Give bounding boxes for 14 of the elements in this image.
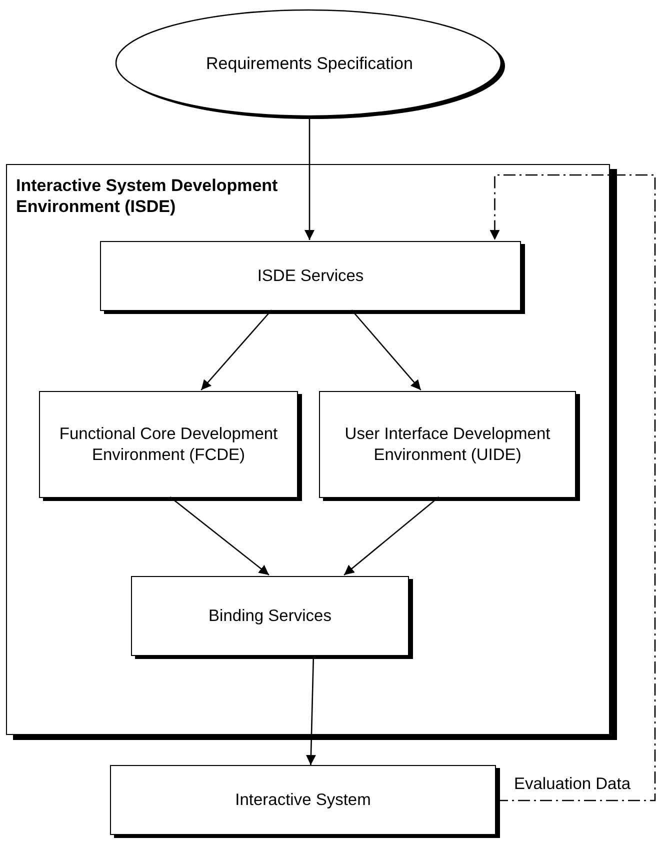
node-label: User Interface Development Environment (UIDE)	[344, 424, 552, 466]
arrow	[170, 496, 270, 576]
arrow	[490, 174, 656, 802]
arrow	[351, 310, 422, 390]
node-label: Interactive System	[235, 790, 371, 810]
node-label: Functional Core Development Environment (FCDE)	[58, 424, 279, 466]
frame-heading: Interactive System Development Environment (ISDE)	[16, 175, 279, 217]
node-label: ISDE Services	[257, 266, 364, 286]
node-label: Requirements Specification	[206, 53, 413, 76]
node-label: Binding Services	[208, 606, 332, 626]
ellipse-node	[113, 8, 506, 120]
arrow	[304, 118, 314, 240]
arrow	[344, 496, 440, 576]
arrow	[200, 310, 272, 390]
